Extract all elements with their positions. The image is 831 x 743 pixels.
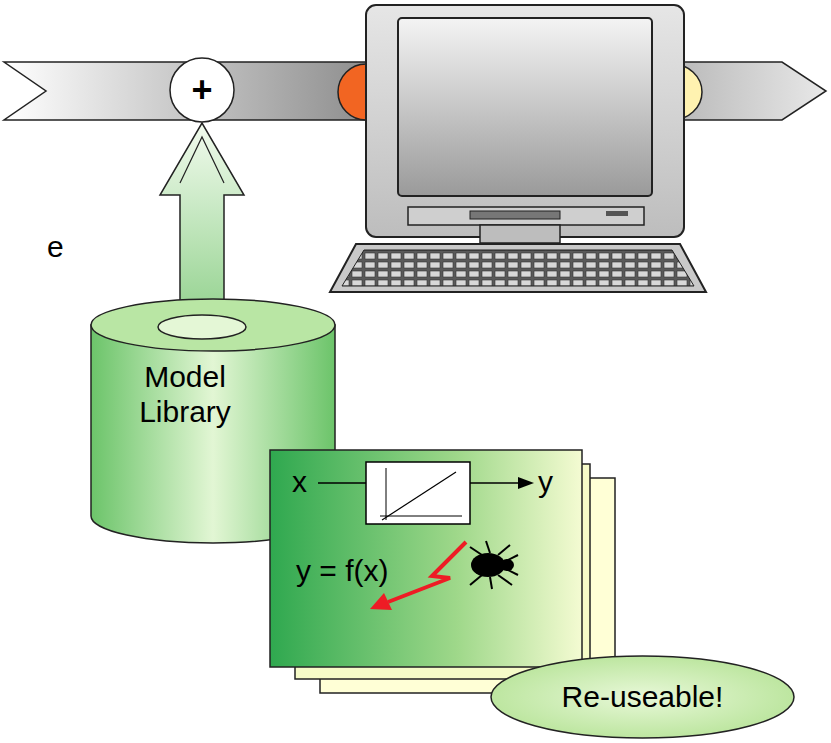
bug-icon	[470, 541, 518, 589]
node-text: +	[169, 57, 235, 123]
model-card: x y y = f(x)	[270, 450, 582, 667]
reuse-ellipse: Re-useable!	[490, 655, 795, 739]
cut-off-text: e	[47, 230, 64, 265]
plus-circle: +	[169, 57, 235, 123]
computer-icon	[330, 5, 706, 292]
node-text: y	[538, 465, 553, 500]
transfer-block	[318, 462, 534, 524]
node-text: Re-useable!	[490, 655, 795, 739]
node-text: x	[292, 465, 307, 500]
node-text: Model Library	[110, 360, 260, 429]
node-text: y = f(x)	[296, 554, 389, 589]
block-arrow	[160, 123, 244, 328]
arrow-head-inner	[180, 137, 224, 183]
